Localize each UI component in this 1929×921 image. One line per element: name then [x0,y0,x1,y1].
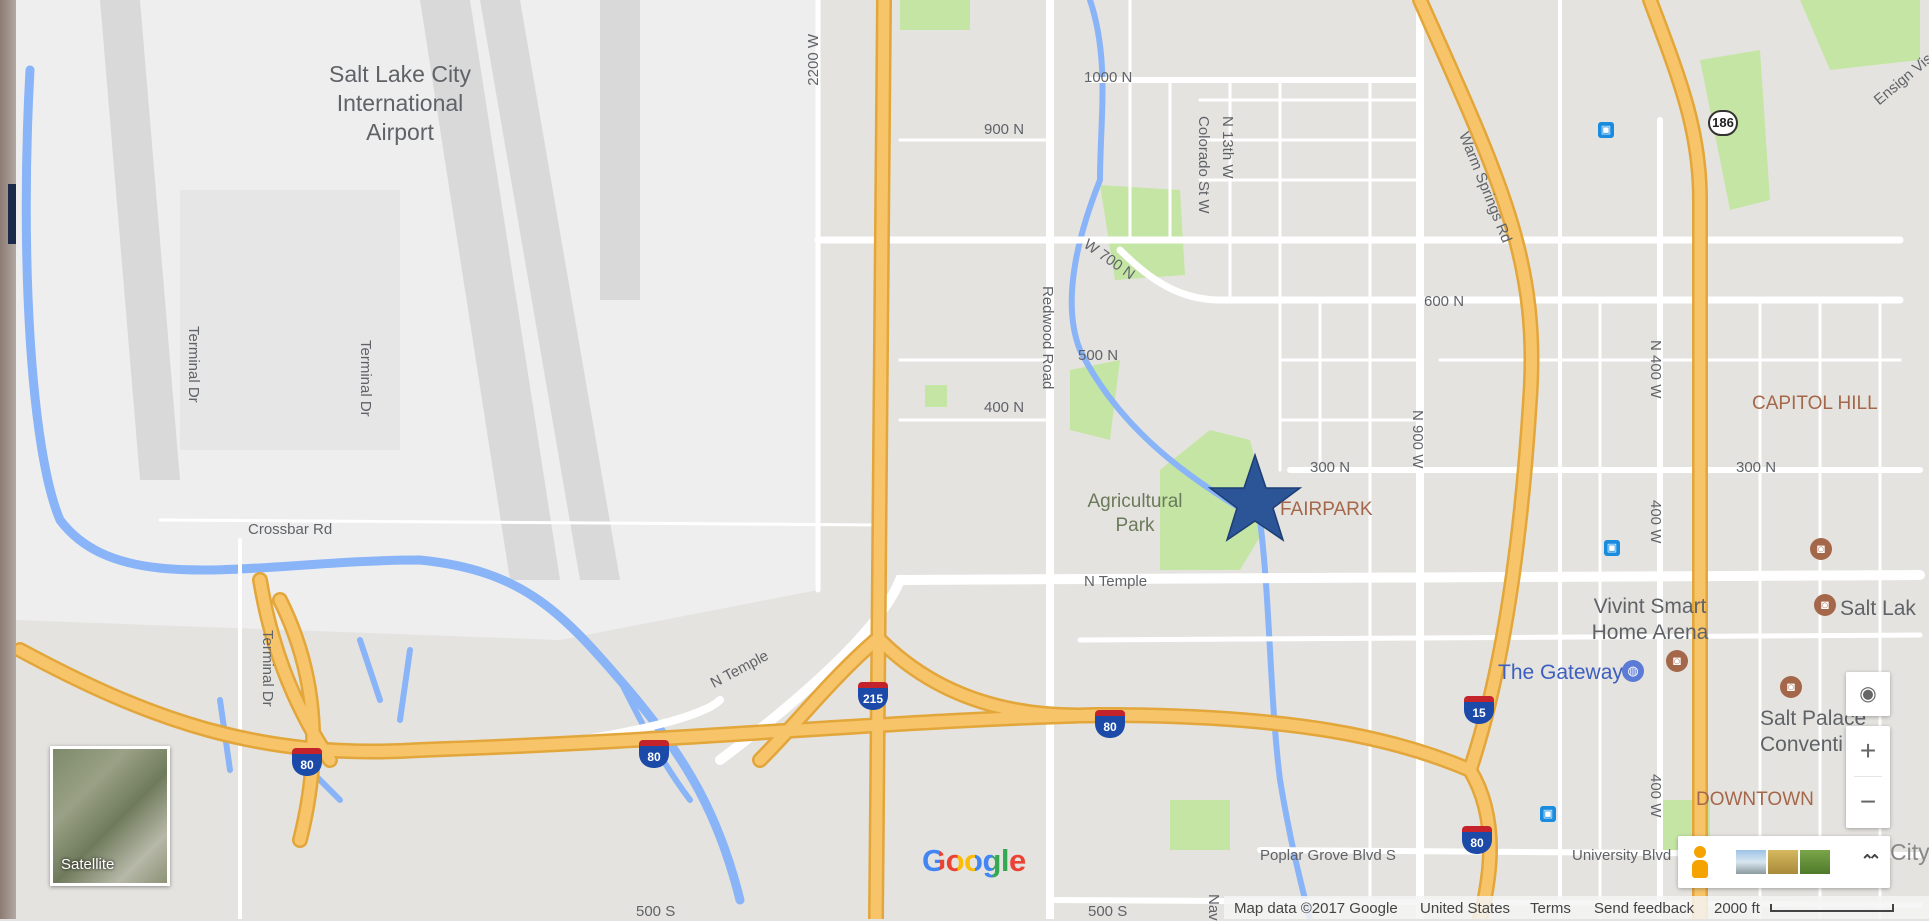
satellite-label: Satellite [61,856,115,873]
street-terminal-dr-3: Terminal Dr [259,630,276,707]
street-1000n: 1000 N [1084,69,1133,86]
street-300n: 300 N [1310,459,1351,476]
street-500n: 500 N [1078,347,1119,364]
i215-shield: 215 [858,682,888,710]
street-300n-east: 300 N [1736,459,1777,476]
google-logo-text: Google [922,843,1026,878]
transit-stop-icon[interactable]: ▣ [1540,806,1556,822]
i15-shield: 15 [1464,696,1494,724]
street-university: University Blvd [1572,847,1672,864]
gateway-label[interactable]: The Gateway [1498,661,1623,684]
transit-stop-icon[interactable]: ▣ [1598,122,1614,138]
street-500s: 500 S [636,903,676,920]
street-400n: 400 N [984,399,1025,416]
street-terminal-dr-1: Terminal Dr [185,326,202,403]
scroll-thumb[interactable] [8,184,16,244]
street-400w-south: 400 W [1647,774,1664,818]
arena-icon[interactable]: ◙ [1666,650,1688,672]
country-link[interactable]: United States [1420,900,1511,917]
fairpark-label: FAIRPARK [1280,499,1373,520]
agricultural-park-label[interactable]: Agricultural Park [1087,491,1183,536]
salt-lake-label[interactable]: Salt Lak [1840,597,1916,620]
capitol-hill-label: CAPITOL HILL [1752,393,1878,414]
zoom-in-button[interactable]: + [1859,735,1877,766]
map-footer: Map data ©2017 Google United States Term… [1224,896,1929,919]
my-location-button[interactable]: ◉ [1846,672,1890,716]
google-logo: Google [922,843,1026,879]
roads [158,0,1925,919]
street-2200w: 2200 W [805,34,822,86]
street-terminal-dr-2: Terminal Dr [357,340,374,417]
window-edge-scrollbar [0,0,16,919]
imagery-thumbnail-3[interactable] [1800,850,1830,874]
street-colorado: Colorado St W [1195,116,1212,214]
city-label-partial: City [1890,839,1929,865]
vivint-arena-label[interactable]: Vivint Smart Home Arena [1591,595,1709,645]
street-crossbar: Crossbar Rd [248,521,333,538]
i80-shield-south: 80 [1462,826,1492,854]
expand-imagery-button[interactable]: ⌃⌃ [1854,844,1882,880]
street-n13th: N 13th W [1219,116,1236,179]
salt-lake-icon[interactable]: ◙ [1814,594,1836,616]
zoom-divider [1854,776,1882,777]
highways [12,0,1708,919]
street-400w: 400 W [1647,500,1664,544]
scale-label[interactable]: 2000 ft [1714,900,1760,917]
airport-runways [100,0,640,580]
street-n400w: N 400 W [1647,340,1664,399]
street-500s-east: 500 S [1088,903,1128,920]
zoom-control: + − [1846,726,1890,828]
i80-shield-mid: 80 [639,740,669,768]
zoom-out-button[interactable]: − [1859,786,1877,817]
street-redwood: Redwood Road [1039,286,1056,390]
star-marker [1207,452,1303,542]
airport-label[interactable]: Salt Lake City International Airport [329,61,471,145]
route-186-shield: 186 [1708,110,1738,136]
double-chevron-up-icon: ⌃⌃ [1860,853,1882,870]
street-nav-partial: Nav [1205,894,1222,921]
map-data-attribution: Map data ©2017 Google [1234,900,1398,917]
imagery-thumbnail-1[interactable] [1736,850,1766,874]
imagery-thumbnail-2[interactable] [1768,850,1798,874]
satellite-toggle-button[interactable]: Satellite [50,746,170,886]
pegman-icon[interactable] [1692,846,1708,878]
street-n-temple: N Temple [1084,573,1148,590]
gateway-shopping-icon[interactable]: ◍ [1622,660,1644,682]
street-n900w: N 900 W [1409,410,1426,469]
street-900n: 900 N [984,121,1025,138]
street-view-panel: ⌃⌃ [1678,836,1890,888]
capitol-icon[interactable]: ◙ [1810,538,1832,560]
salt-palace-icon[interactable]: ◙ [1780,676,1802,698]
crosshair-icon: ◉ [1859,683,1877,705]
street-poplar-grove: Poplar Grove Blvd S [1260,847,1396,864]
terms-link[interactable]: Terms [1530,900,1571,917]
street-600n: 600 N [1424,293,1465,310]
downtown-label: DOWNTOWN [1696,789,1814,810]
send-feedback-link[interactable]: Send feedback [1594,900,1695,917]
scale-bar [1770,904,1894,912]
i80-shield-east: 80 [1095,710,1125,738]
transit-stop-icon[interactable]: ▣ [1604,540,1620,556]
i80-shield-west: 80 [292,748,322,776]
parks [900,0,1920,850]
